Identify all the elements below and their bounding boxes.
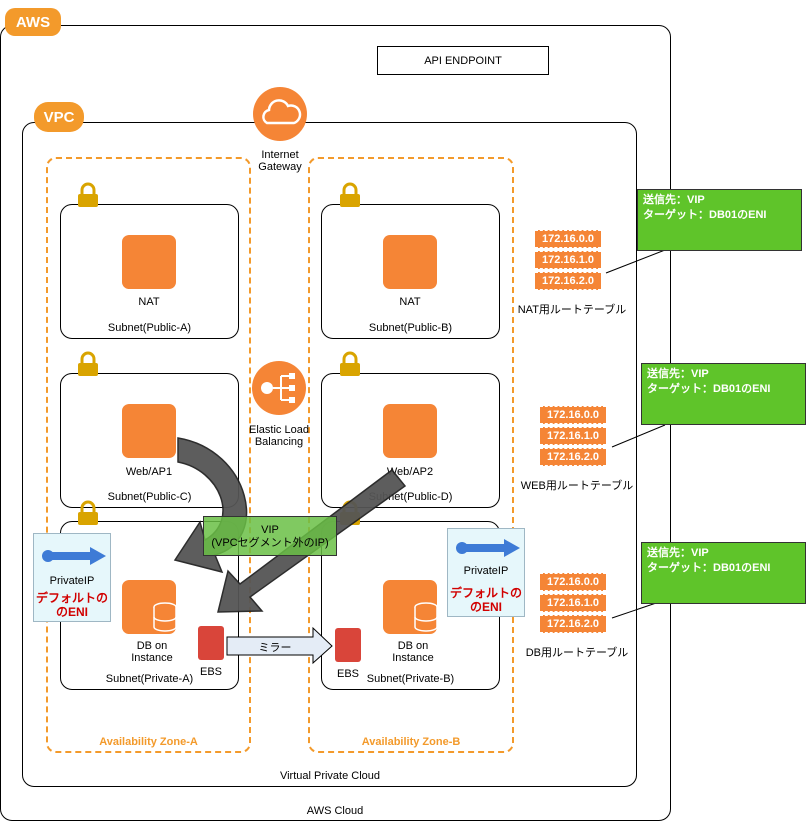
route-entry: 172.16.1.0 (535, 251, 601, 269)
route-entry: 172.16.2.0 (540, 448, 606, 466)
route-note: 送信先：VIP ターゲット：DB01のENI (637, 189, 802, 251)
web-ap2-instance-icon (383, 404, 437, 458)
availability-zone-a-label: Availability Zone-A (99, 736, 198, 748)
lock-icon (78, 500, 98, 525)
route-note-target: ターゲット：DB01のENI (647, 562, 771, 574)
route-table-name: NAT用ルートテーブル (517, 304, 627, 316)
route-note-target: ターゲット：DB01のENI (647, 383, 771, 395)
mirror-label: ミラー (258, 642, 292, 654)
route-note-target: ターゲット：DB01のENI (643, 209, 767, 221)
vip-box: VIP (VPCセグメント外のIP) (203, 516, 337, 556)
vip-sublabel: (VPCセグメント外のIP) (211, 537, 329, 549)
route-table-name: DB用ルートテーブル (525, 647, 629, 659)
eni-b-note-line1: デフォルトの (449, 586, 522, 600)
database-icon (414, 602, 438, 632)
eni-a-privateip-label: PrivateIP (49, 575, 95, 587)
route-entry: 172.16.0.0 (540, 573, 606, 591)
aws-cloud-label: AWS Cloud (306, 805, 364, 817)
network-interface-icon (42, 547, 106, 565)
ebs-volume-b-icon (335, 628, 361, 662)
db-instance-b-label-line2: Instance (392, 652, 434, 664)
internet-gateway-icon (253, 87, 307, 141)
web-ap1-label: Web/AP1 (125, 466, 173, 478)
eni-b-note-line2: のENI (469, 600, 502, 614)
nat-instance-b-icon (383, 235, 437, 289)
availability-zone-b-label: Availability Zone-B (361, 736, 461, 748)
ebs-a-label: EBS (199, 666, 222, 678)
availability-zone-b (308, 157, 514, 753)
eni-a-note-line2: のENI (55, 605, 88, 619)
subnet-public-b-label: Subnet(Public-B) (368, 322, 453, 334)
ebs-volume-a-icon (198, 626, 224, 660)
internet-gateway-label-line2: Gateway (258, 161, 302, 173)
vpc-label: Virtual Private Cloud (279, 770, 381, 782)
internet-gateway-label-line1: Internet (261, 149, 299, 161)
route-entry: 172.16.2.0 (540, 615, 606, 633)
route-entry: 172.16.0.0 (540, 406, 606, 424)
eni-a-note-line1: デフォルトの (35, 591, 108, 605)
db-instance-a-label-line2: Instance (131, 652, 173, 664)
web-ap2-label: Web/AP2 (386, 466, 434, 478)
load-balancer-icon (252, 361, 306, 415)
elb-label-line1: Elastic Load (249, 424, 309, 436)
network-interface-icon (456, 539, 520, 557)
web-ap1-instance-icon (122, 404, 176, 458)
nat-instance-a-icon (122, 235, 176, 289)
lock-icon (340, 351, 360, 376)
lock-icon (78, 351, 98, 376)
route-entry: 172.16.0.0 (535, 230, 601, 248)
eni-a-card (33, 533, 111, 622)
ebs-b-label: EBS (336, 668, 359, 680)
route-note: 送信先：VIP ターゲット：DB01のENI (641, 363, 806, 425)
eni-b-privateip-label: PrivateIP (463, 565, 509, 577)
subnet-private-a-label: Subnet(Private-A) (105, 673, 194, 685)
database-icon (153, 602, 177, 632)
lock-icon (340, 182, 360, 207)
route-note: 送信先：VIP ターゲット：DB01のENI (641, 542, 806, 604)
route-entry: 172.16.2.0 (535, 272, 601, 290)
route-note-destination: 送信先：VIP (647, 547, 709, 559)
vpc-badge: VPC (34, 102, 84, 132)
vip-label: VIP (261, 524, 279, 536)
route-table-name: WEB用ルートテーブル (520, 480, 634, 492)
subnet-private-b-label: Subnet(Private-B) (366, 673, 455, 685)
subnet-public-d-label: Subnet(Public-D) (368, 491, 453, 503)
db-instance-b-label-line1: DB on (397, 640, 429, 652)
lock-icon (340, 500, 360, 525)
route-entry: 172.16.1.0 (540, 594, 606, 612)
lock-icon (78, 182, 98, 207)
nat-instance-a-label: NAT (138, 296, 160, 308)
subnet-public-a-label: Subnet(Public-A) (107, 322, 192, 334)
route-entry: 172.16.1.0 (540, 427, 606, 445)
aws-badge: AWS (5, 8, 61, 36)
nat-instance-b-label: NAT (399, 296, 421, 308)
db-instance-a-label-line1: DB on (136, 640, 168, 652)
route-note-destination: 送信先：VIP (643, 194, 705, 206)
route-note-destination: 送信先：VIP (647, 368, 709, 380)
subnet-public-c-label: Subnet(Public-C) (107, 491, 192, 503)
availability-zone-a (46, 157, 251, 753)
api-endpoint-box: API ENDPOINT (377, 46, 549, 75)
elb-label-line2: Balancing (254, 436, 304, 448)
